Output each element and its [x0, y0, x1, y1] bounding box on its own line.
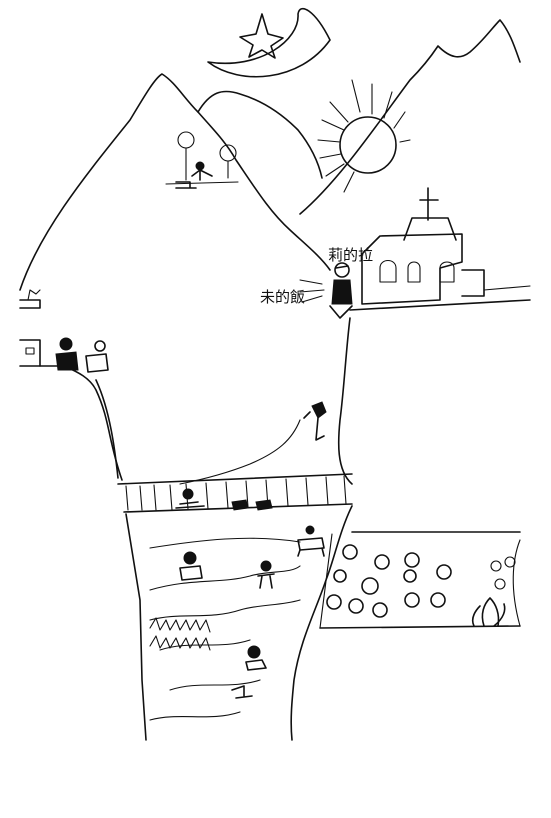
left-cliff [19, 289, 123, 481]
person-icon [299, 262, 353, 319]
person-icon [179, 551, 203, 581]
tree-icon [177, 131, 237, 181]
field-edge [512, 539, 521, 627]
fern-plant [471, 597, 506, 627]
handwritten-label-upper: 莉的拉 [328, 246, 373, 264]
church-cross-icon [419, 187, 439, 221]
flower-icon [326, 544, 516, 618]
grass-patch [149, 617, 211, 651]
right-mountain [299, 19, 521, 215]
ground-line [165, 181, 239, 185]
sun-icon [317, 79, 411, 193]
crescent-moon-icon [207, 7, 331, 78]
star-icon [239, 13, 284, 59]
valley [95, 317, 353, 485]
person-icon [231, 685, 253, 699]
dog-icon [297, 525, 325, 557]
chasm [125, 505, 353, 741]
person-icon [245, 645, 267, 671]
person-icon [175, 488, 205, 509]
person-icon [175, 161, 213, 189]
person-icon [55, 337, 109, 373]
left-mountain [19, 73, 331, 291]
flower-field [319, 531, 521, 629]
dog-icon [231, 499, 273, 511]
church-building [349, 217, 531, 311]
handwritten-label-lower: 未的飯 [260, 288, 305, 306]
person-icon [257, 560, 275, 589]
